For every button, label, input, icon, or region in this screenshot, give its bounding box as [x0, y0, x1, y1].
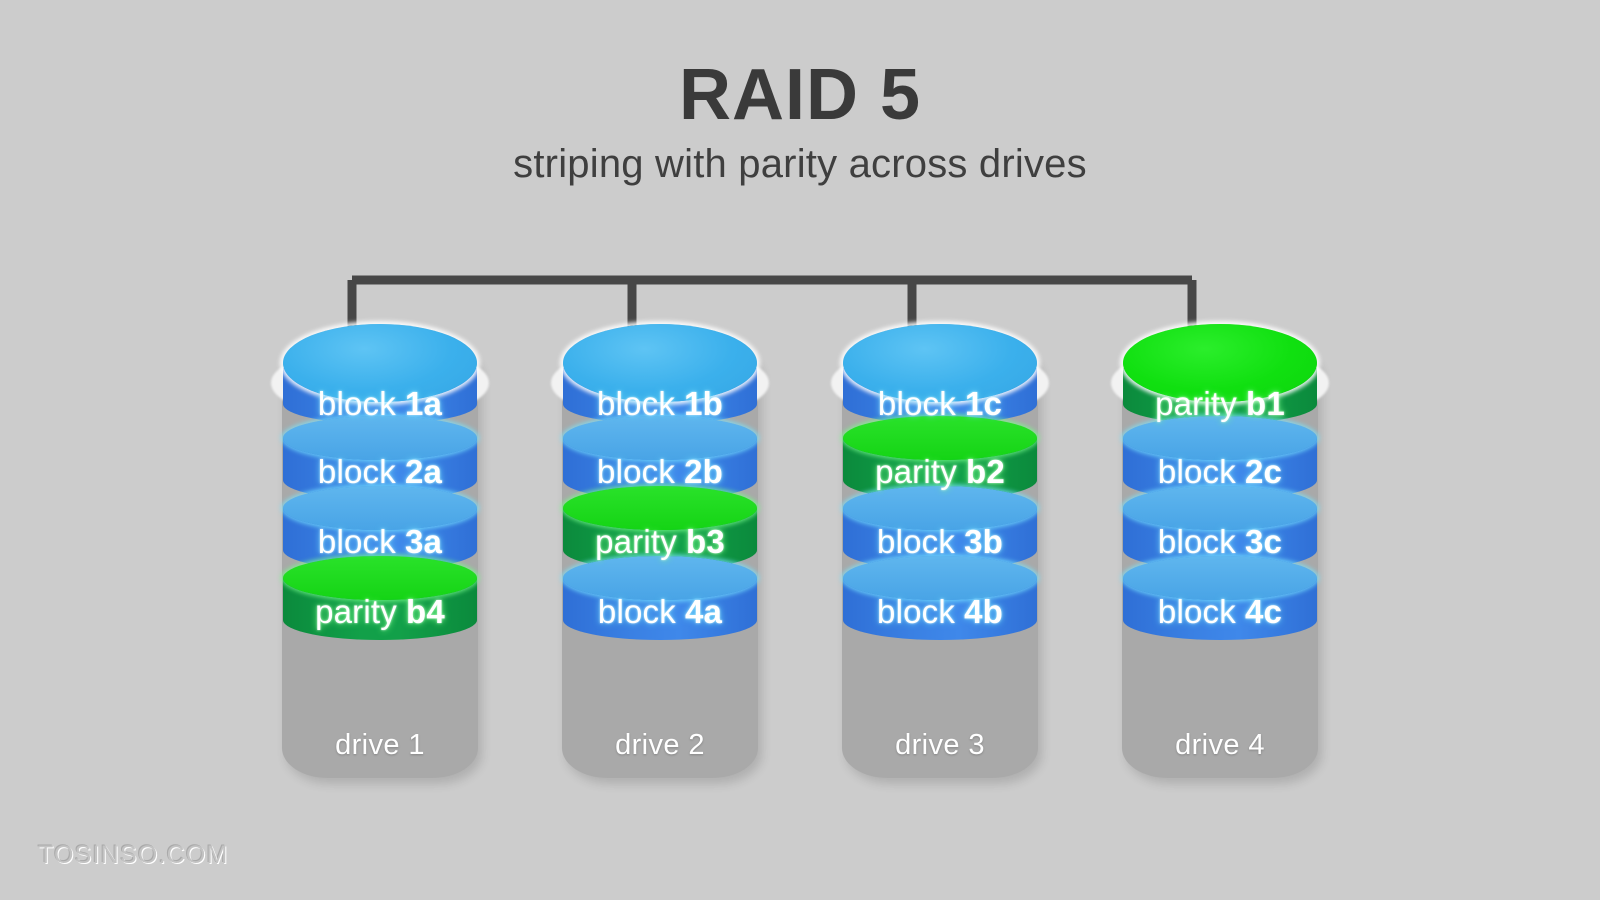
segment-kind: block — [597, 453, 676, 490]
segment-index: 1a — [404, 385, 443, 422]
segment-index: 3a — [404, 523, 443, 560]
segment-index: 2b — [684, 453, 723, 490]
segment-index: 3c — [1244, 523, 1283, 560]
segment-kind: parity — [315, 593, 397, 630]
segment-lip — [843, 416, 1037, 460]
segment-lip — [843, 486, 1037, 530]
segment-kind: block — [317, 385, 396, 422]
segment-index: 4c — [1244, 593, 1283, 630]
segment-lip — [563, 416, 757, 460]
segment-kind: block — [877, 385, 956, 422]
segment-lip — [1123, 416, 1317, 460]
segment-kind: block — [1157, 593, 1236, 630]
segment-index: b1 — [1245, 385, 1285, 422]
segment-index: 4b — [964, 593, 1003, 630]
segment-top-cap — [283, 324, 477, 402]
site-watermark: TOSINSO.COM — [38, 841, 229, 869]
drive-label: drive 4 — [1175, 729, 1265, 761]
segment-index: 4a — [684, 593, 723, 630]
segment-index: b4 — [405, 593, 445, 630]
segment-lip — [843, 556, 1037, 600]
segment-top-cap — [1123, 324, 1317, 402]
segment-top-cap — [563, 324, 757, 402]
drive-label: drive 3 — [895, 729, 985, 761]
segment-kind: block — [597, 385, 676, 422]
segment-kind: parity — [1155, 385, 1237, 422]
segment-lip — [1123, 486, 1317, 530]
segment-lip — [563, 556, 757, 600]
drive-label: drive 1 — [335, 729, 425, 761]
segment-kind: block — [877, 523, 956, 560]
drive-label: drive 2 — [615, 729, 705, 761]
segment-kind: block — [597, 593, 676, 630]
segment-kind: block — [317, 523, 396, 560]
segment-index: 1c — [964, 385, 1003, 422]
segment-index: b2 — [965, 453, 1005, 490]
segment-lip — [283, 556, 477, 600]
segment-kind: block — [877, 593, 956, 630]
segment-index: 1b — [684, 385, 723, 422]
segment-kind: block — [317, 453, 396, 490]
segment-top-cap — [843, 324, 1037, 402]
segment-index: b3 — [685, 523, 725, 560]
segment-kind: parity — [875, 453, 957, 490]
page-title: RAID 5 — [678, 55, 922, 135]
segment-kind: block — [1157, 453, 1236, 490]
segment-index: 2c — [1244, 453, 1283, 490]
segment-lip — [1123, 556, 1317, 600]
segment-kind: block — [1157, 523, 1236, 560]
segment-lip — [283, 416, 477, 460]
segment-index: 3b — [964, 523, 1003, 560]
page-header: RAID 5 striping with parity across drive… — [0, 55, 1600, 187]
segment-index: 2a — [404, 453, 443, 490]
page-subtitle: striping with parity across drives — [513, 141, 1087, 186]
segment-lip — [563, 486, 757, 530]
segment-kind: parity — [595, 523, 677, 560]
segment-lip — [283, 486, 477, 530]
